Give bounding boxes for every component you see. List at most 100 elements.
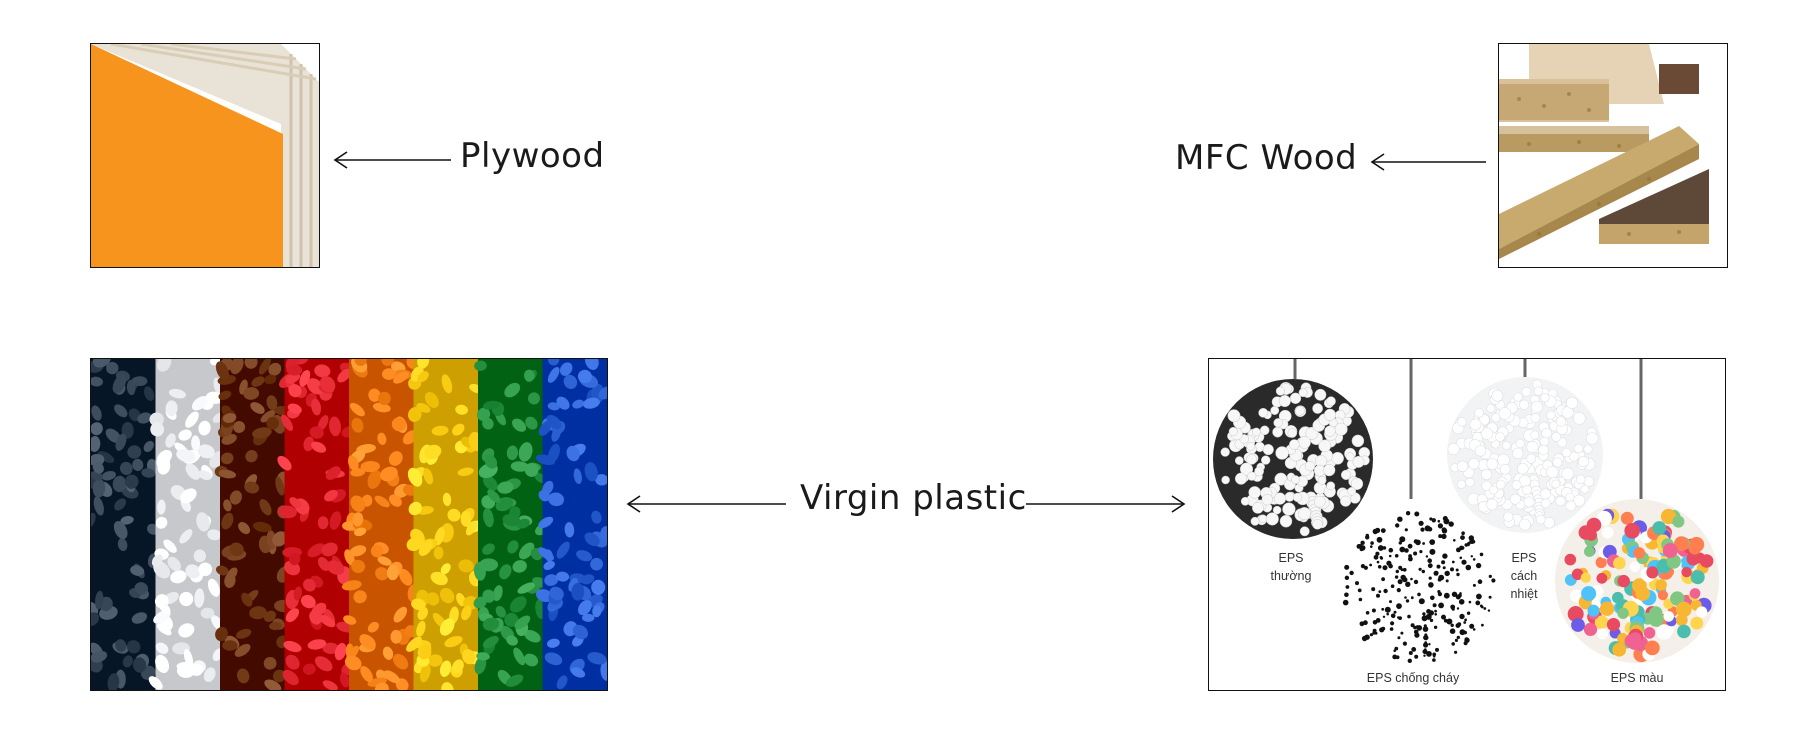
- eps-bead: [1660, 508, 1677, 525]
- eps-bead: [1584, 546, 1595, 557]
- eps-bead: [1270, 406, 1280, 415]
- eps-bead: [1351, 434, 1365, 448]
- pellet: [132, 376, 148, 386]
- pellet: [185, 564, 201, 579]
- pellet: [493, 585, 503, 602]
- eps-bead: [1552, 457, 1563, 468]
- eps-bead: [1340, 495, 1352, 507]
- pellet: [322, 642, 339, 655]
- eps-bead: [1251, 427, 1261, 437]
- pellet: [163, 539, 177, 553]
- pellet: [112, 475, 127, 493]
- pellet: [347, 455, 359, 471]
- pellet: [571, 583, 585, 601]
- eps-bead: [1397, 517, 1402, 522]
- eps-bead: [1284, 491, 1295, 502]
- eps-bead: [1445, 579, 1449, 583]
- eps-bead: [1395, 569, 1399, 574]
- pellet: [190, 663, 204, 676]
- pellet: [462, 649, 476, 665]
- pellet: [251, 376, 265, 387]
- eps-bead: [1480, 605, 1484, 609]
- eps-bead: [1384, 606, 1391, 613]
- eps-bead: [1410, 623, 1415, 628]
- eps-bead: [1471, 540, 1476, 544]
- pellet: [151, 554, 163, 567]
- eps-bead: [1456, 607, 1460, 610]
- pellet: [479, 558, 499, 572]
- pellet: [592, 605, 602, 618]
- pellet: [377, 556, 392, 566]
- pellet: [289, 553, 301, 566]
- eps-bead: [1376, 593, 1380, 598]
- pellet: [197, 470, 212, 481]
- pellet: [302, 663, 316, 675]
- pellet: [107, 673, 120, 690]
- pellet: [244, 359, 258, 369]
- pellet: [367, 621, 379, 633]
- eps-bead: [1459, 613, 1465, 620]
- pellet: [418, 540, 433, 556]
- pellet: [538, 420, 552, 436]
- pellet: [563, 374, 578, 389]
- pellet: [386, 564, 400, 581]
- pellet: [115, 433, 127, 451]
- eps-bead: [1463, 641, 1468, 646]
- pellet: [482, 589, 495, 603]
- pellet: [221, 512, 234, 530]
- pellet: [244, 481, 260, 494]
- pellet: [570, 667, 586, 678]
- eps-bead: [1428, 643, 1431, 646]
- eps-bead: [1414, 511, 1420, 517]
- pellet: [97, 451, 115, 463]
- pellet: [476, 652, 490, 661]
- eps-bead: [1677, 624, 1691, 639]
- eps-bead: [1456, 460, 1469, 473]
- eps-bead: [1386, 560, 1392, 566]
- pellet: [178, 429, 192, 441]
- eps-bead: [1530, 413, 1541, 423]
- eps-bead: [1515, 438, 1525, 448]
- eps-bead: [1523, 496, 1535, 508]
- eps-bead: [1633, 547, 1646, 559]
- pellet: [91, 512, 96, 528]
- pellet: [269, 621, 282, 631]
- pellet: [293, 586, 302, 601]
- pellet: [473, 596, 487, 609]
- pellet: [218, 390, 232, 400]
- eps-bead: [1486, 498, 1498, 511]
- eps-bead: [1298, 436, 1311, 449]
- pellet: [207, 529, 222, 541]
- virgin-plastic-right-arrow: [1026, 495, 1186, 513]
- eps-bead: [1587, 604, 1600, 617]
- eps-bead: [1509, 493, 1521, 505]
- eps-bead: [1480, 427, 1494, 440]
- pellet: [427, 654, 443, 667]
- eps-bead: [1434, 571, 1439, 575]
- plywood-label: Plywood: [460, 136, 605, 176]
- eps-bead: [1433, 625, 1438, 629]
- eps-bead: [1564, 553, 1577, 566]
- eps-bead: [1438, 574, 1445, 581]
- pellet: [391, 417, 407, 432]
- eps-bead: [1357, 588, 1362, 593]
- pellet: [91, 612, 100, 627]
- eps-bead: [1246, 454, 1257, 465]
- pellet: [287, 403, 302, 414]
- eps-bead: [1382, 615, 1386, 618]
- pellet: [417, 607, 429, 620]
- eps-bead: [1606, 618, 1621, 632]
- eps-bead: [1491, 389, 1504, 402]
- eps-bead: [1396, 603, 1402, 609]
- eps-bead: [1617, 607, 1629, 619]
- eps-bead: [1408, 556, 1413, 562]
- pellet: [482, 543, 495, 555]
- eps-bead: [1292, 492, 1303, 503]
- eps-bead: [1312, 403, 1323, 414]
- eps-bead: [1573, 494, 1586, 507]
- pellet: [170, 570, 187, 584]
- pellet: [393, 371, 409, 384]
- eps-bead: [1437, 523, 1443, 529]
- pellet: [191, 435, 201, 451]
- eps-bead: [1458, 599, 1465, 605]
